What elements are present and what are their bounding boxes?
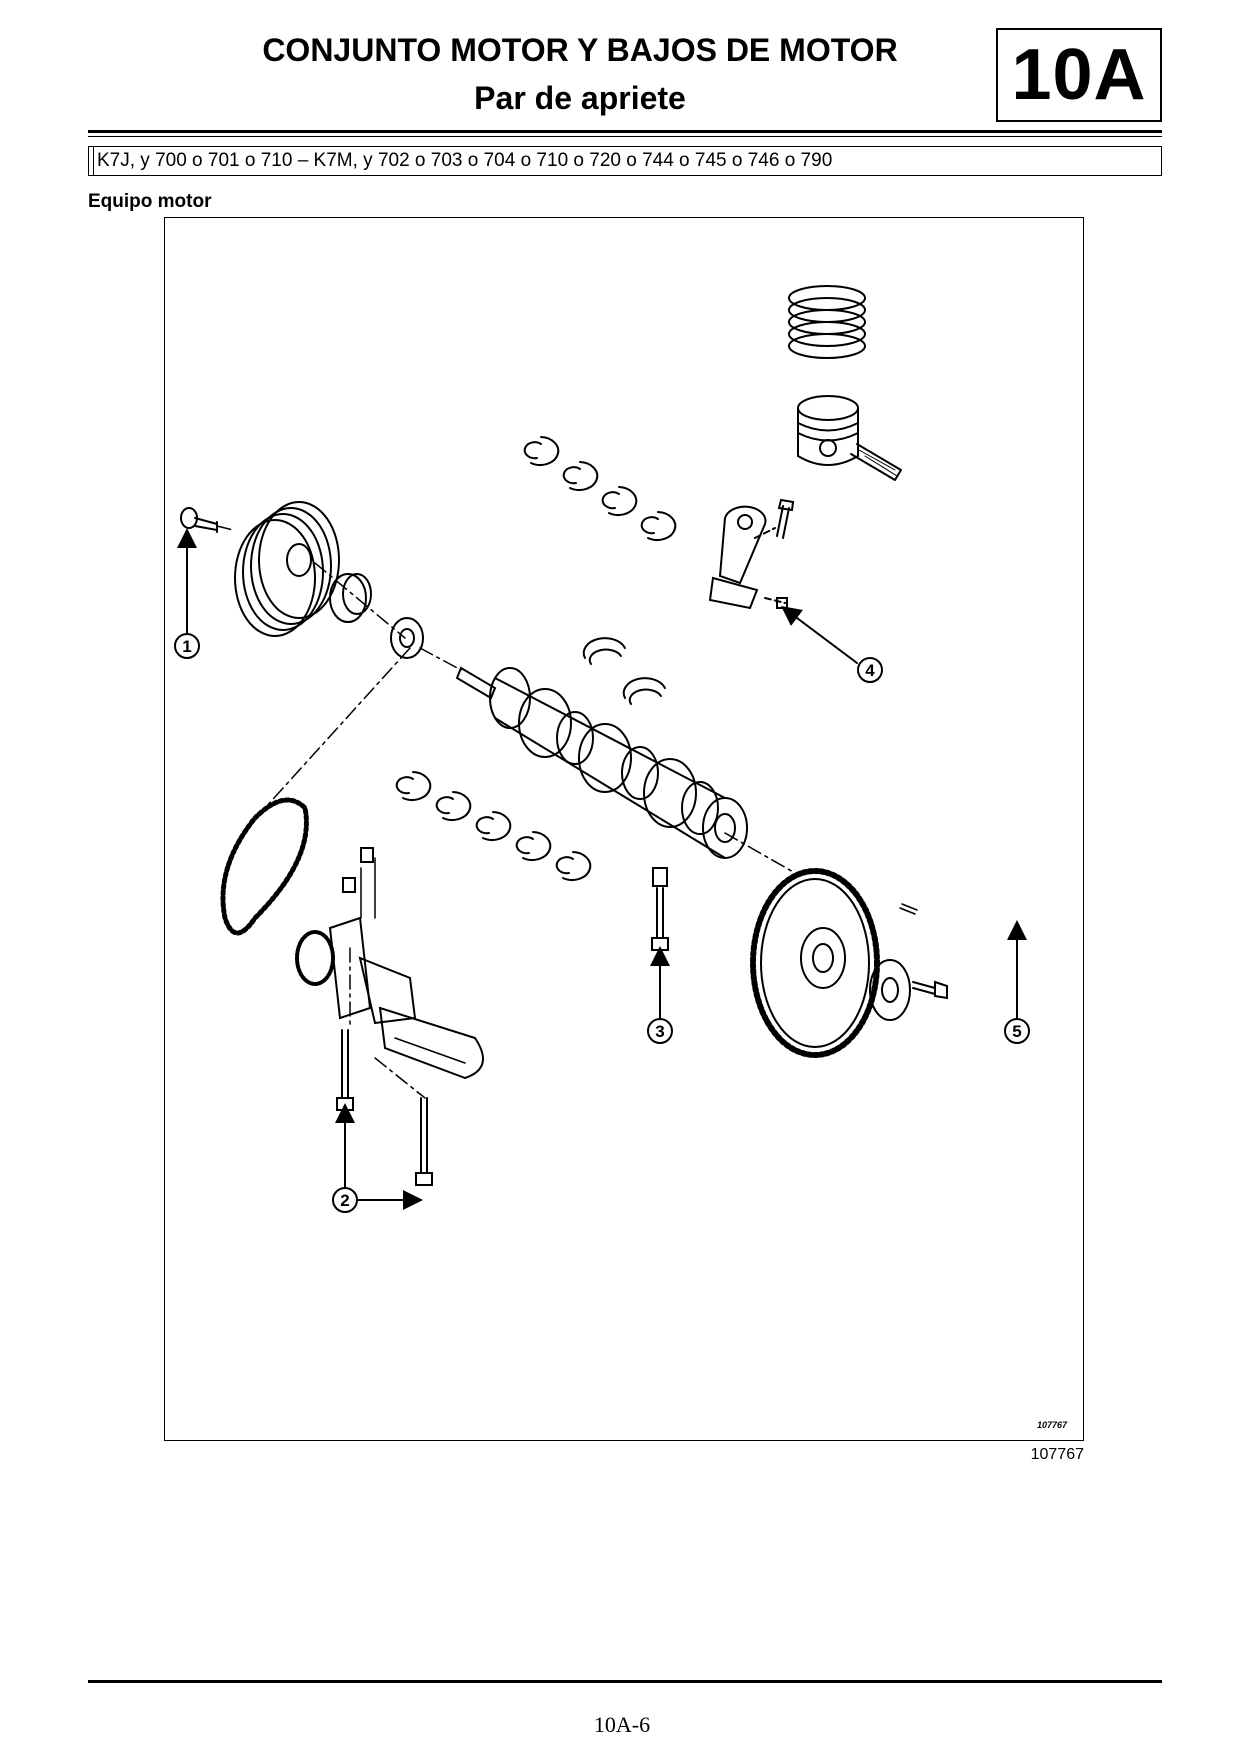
thrust-washers <box>582 637 666 705</box>
main-bearing-shells-upper <box>523 436 677 541</box>
bearing-cap-bolt <box>651 867 669 951</box>
callout-3-label: 3 <box>655 1022 664 1041</box>
crankshaft-sprocket <box>329 573 424 659</box>
callout-1: 1 <box>174 633 200 659</box>
oil-pump <box>295 847 484 1080</box>
footer-rule <box>88 1680 1162 1683</box>
applicability-box: K7J, y 700 o 701 o 710 – K7M, y 702 o 70… <box>88 146 1162 176</box>
diagram-drawing: 1 2 3 4 5 <box>174 285 1030 1213</box>
callout-4-label: 4 <box>865 661 875 680</box>
section-code-badge: 10A <box>996 28 1162 122</box>
page-subtitle: Par de apriete <box>474 80 686 116</box>
pulley-bolt <box>180 507 218 533</box>
crankshaft-pulley <box>234 501 340 637</box>
callout-3: 3 <box>647 1018 673 1044</box>
figure-id: 107767 <box>1030 1446 1084 1463</box>
engine-exploded-diagram: 1 2 3 4 5 107767 <box>164 217 1084 1441</box>
assembly-axis-lines <box>216 525 796 1099</box>
piston-rings <box>788 285 866 359</box>
header-rule-thin <box>88 136 1162 137</box>
figure-inner-id: 107767 <box>1036 1420 1067 1430</box>
crankshaft <box>455 666 748 859</box>
callout-2-label: 2 <box>340 1191 349 1210</box>
callout-arrow-4 <box>781 606 858 664</box>
header-rule <box>88 130 1162 133</box>
callout-4: 4 <box>857 657 883 683</box>
section-heading: Equipo motor <box>88 191 212 212</box>
piston <box>797 395 902 481</box>
callout-5-label: 5 <box>1012 1022 1021 1041</box>
callout-1-label: 1 <box>182 637 191 656</box>
main-bearing-shells-lower <box>395 771 592 881</box>
page-number: 10A-6 <box>593 1712 651 1737</box>
callout-5: 5 <box>1004 1018 1030 1044</box>
callout-2: 2 <box>332 1187 358 1213</box>
timing-chain <box>220 797 309 936</box>
flywheel <box>750 868 918 1058</box>
connecting-rod <box>708 498 795 610</box>
flywheel-bolt <box>912 980 948 1000</box>
page-title: CONJUNTO MOTOR Y BAJOS DE MOTOR <box>262 32 898 68</box>
